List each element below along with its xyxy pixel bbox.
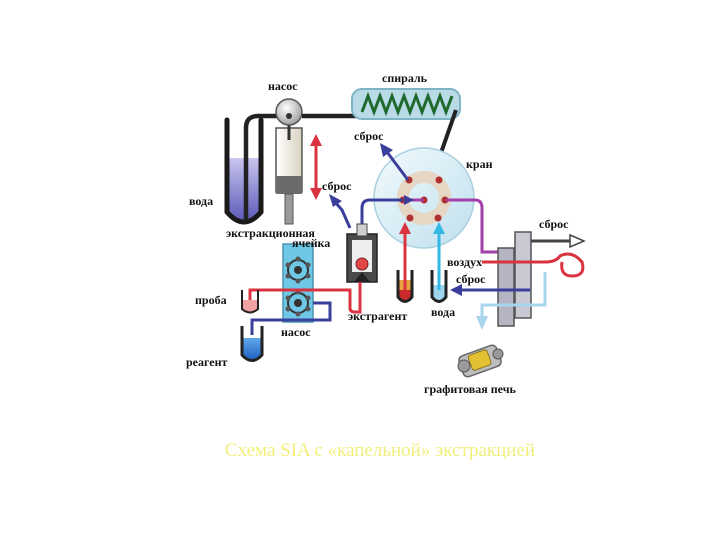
arrow-waste-top bbox=[385, 151, 410, 181]
tube-sample-to-cell bbox=[248, 282, 362, 314]
extraction-cell bbox=[346, 223, 378, 283]
label-pump-top: насос bbox=[268, 79, 298, 93]
arrow-waste-mid-head bbox=[329, 194, 342, 207]
label-waste-right: сброс bbox=[539, 217, 569, 231]
label-reagent: реагент bbox=[186, 355, 228, 369]
tube-red-loop bbox=[482, 252, 585, 278]
label-sample: проба bbox=[195, 293, 227, 307]
tube-to-furnace bbox=[480, 272, 547, 318]
flow-water-head bbox=[433, 222, 445, 234]
sample-vessel bbox=[241, 290, 259, 314]
label-extractant: экстрагент bbox=[348, 309, 407, 323]
arrow-waste-top-head bbox=[380, 143, 393, 157]
label-water-left: вода bbox=[189, 194, 213, 208]
label-cell-line1: экстракционная bbox=[226, 226, 315, 240]
label-valve: кран bbox=[466, 157, 493, 171]
label-waste-mid: сброс bbox=[322, 179, 352, 193]
bottom-pump bbox=[282, 243, 314, 323]
label-pump-bottom: насос bbox=[281, 325, 311, 339]
tube-water-to-pump bbox=[243, 113, 288, 220]
label-air: воздух bbox=[447, 255, 482, 269]
top-pump bbox=[275, 98, 303, 225]
label-coil: спираль bbox=[382, 71, 428, 85]
tube-valve-to-block bbox=[446, 198, 505, 254]
extractant-vessel bbox=[396, 270, 414, 303]
tube-to-furnace-head bbox=[476, 316, 488, 330]
label-water-right: вода bbox=[431, 305, 455, 319]
label-waste-top: сброс bbox=[354, 129, 384, 143]
label-waste-lower: сброс bbox=[456, 272, 486, 286]
label-furnace: графитовая печь bbox=[424, 382, 516, 396]
arrow-waste-mid bbox=[333, 201, 352, 229]
flow-extractant-head bbox=[399, 222, 411, 234]
flow-valve-to-cell bbox=[360, 198, 403, 225]
selection-valve bbox=[373, 147, 475, 249]
coil bbox=[351, 88, 461, 120]
double-arrow-syringe bbox=[310, 134, 322, 200]
arrow-waste-lower-head bbox=[450, 284, 462, 296]
reagent-vessel bbox=[240, 326, 264, 362]
arrow-waste-right bbox=[531, 233, 586, 249]
tube-reagent-to-pump bbox=[250, 301, 332, 335]
diagram-caption: Схема SIA с «капельной» экстракцией bbox=[224, 440, 536, 461]
water-vessel-right bbox=[430, 270, 448, 303]
atomizer-block bbox=[497, 231, 532, 327]
flow-valve-to-cell-head bbox=[404, 195, 414, 205]
graphite-furnace bbox=[457, 344, 504, 378]
label-cell-line2: ячейка bbox=[292, 236, 330, 250]
